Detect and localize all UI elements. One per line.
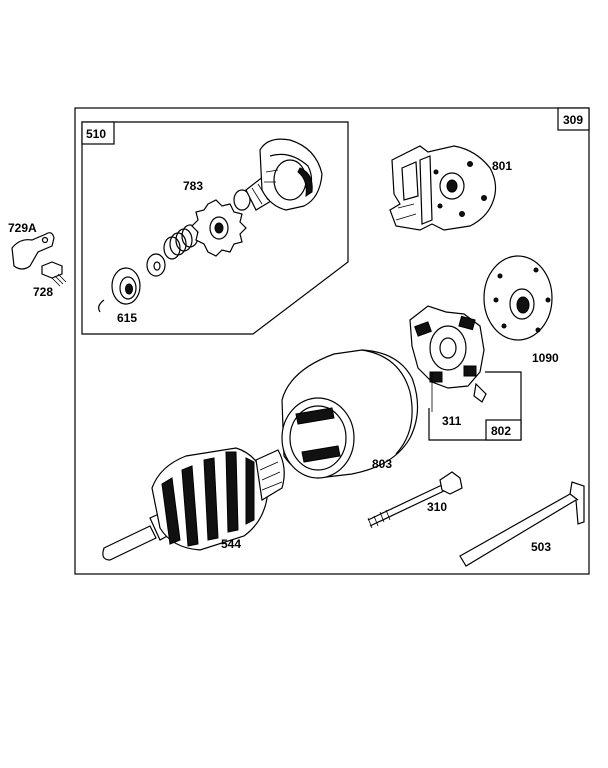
label-544: 544: [221, 537, 241, 551]
bracket-729a: [11, 232, 55, 270]
motor-housing-803: [281, 349, 419, 479]
brush-box-label: 802: [491, 424, 511, 438]
subassembly-label: 510: [86, 127, 106, 141]
label-310: 310: [427, 500, 447, 514]
end-bracket-801: [389, 145, 497, 231]
through-bolt-310: [367, 471, 463, 529]
armature-544: [102, 447, 285, 561]
drive-assembly-510: [98, 138, 323, 313]
label-728: 728: [33, 285, 53, 299]
brush-box-label-box: [485, 419, 522, 441]
label-311: 311: [442, 414, 462, 428]
mounting-strap-503: [459, 481, 585, 567]
brush-holder-assembly: [409, 305, 487, 412]
label-503: 503: [531, 540, 551, 554]
subassembly-frame: [81, 121, 349, 335]
frame-label: 309: [563, 113, 583, 127]
subassembly-label-box: [81, 121, 115, 145]
label-801: 801: [492, 159, 512, 173]
frame-label-box: [557, 107, 590, 131]
label-1090: 1090: [532, 351, 559, 365]
label-783: 783: [183, 179, 203, 193]
main-frame: [74, 107, 590, 575]
end-plate-1090: [483, 255, 553, 341]
label-803: 803: [372, 457, 392, 471]
label-615: 615: [117, 311, 137, 325]
screw-728: [41, 261, 67, 287]
label-729a: 729A: [8, 221, 37, 235]
